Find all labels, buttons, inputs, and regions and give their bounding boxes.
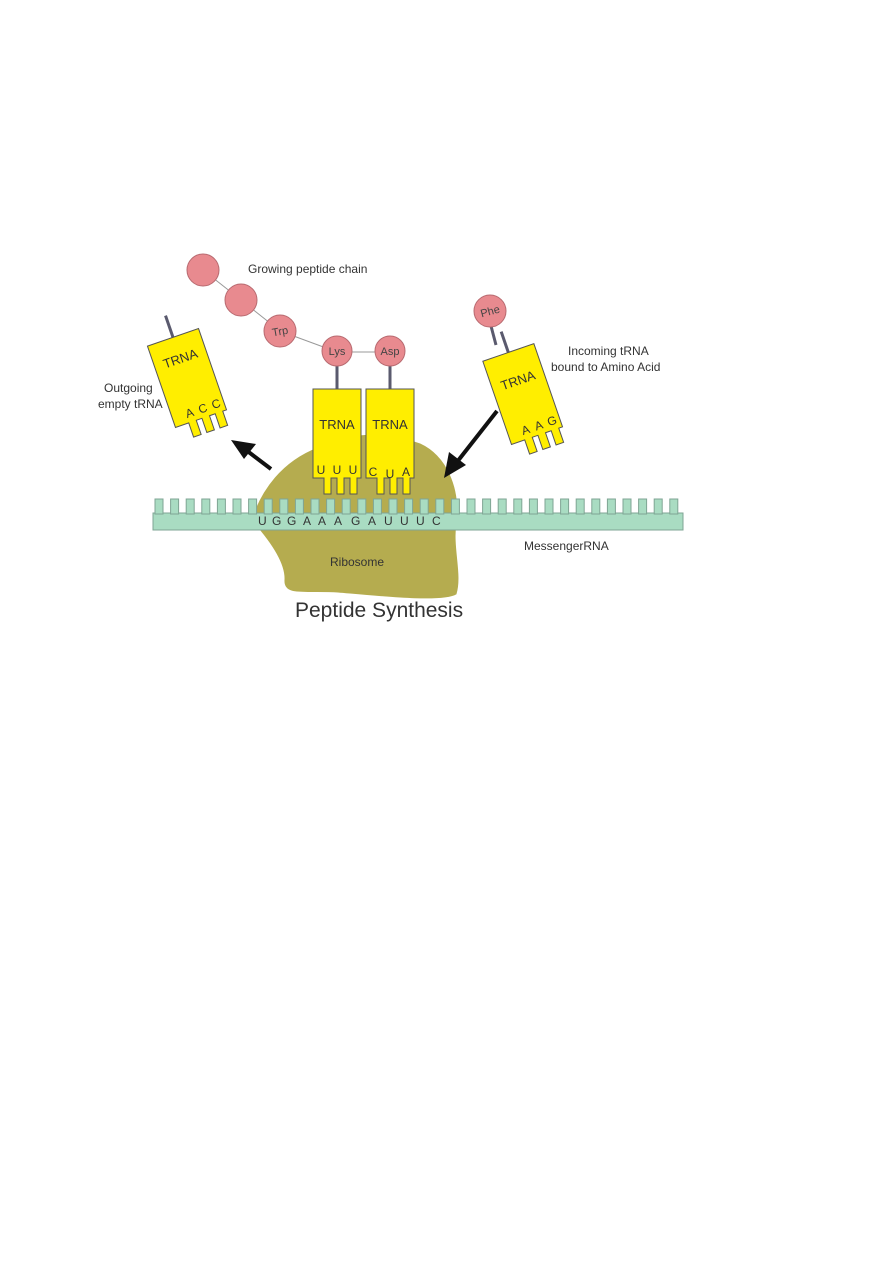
mrna-tooth: [606, 498, 616, 515]
trna-body: [365, 388, 415, 495]
mrna-tooth: [622, 498, 632, 515]
trp-circle: [263, 314, 297, 348]
mrna-tooth: [669, 498, 679, 515]
mrna-tooth: [248, 498, 258, 515]
trna-body: [312, 388, 362, 495]
mrna-tooth: [435, 498, 445, 515]
trna-stem: [164, 315, 175, 338]
asp-label: Asp: [381, 346, 400, 358]
mrna-tooth: [653, 498, 663, 515]
incoming-trna: TRNA A A G: [482, 331, 565, 455]
mrna-label: MessengerRNA: [524, 539, 609, 553]
phe-label: Phe: [479, 304, 501, 321]
anticodon-base: U: [349, 463, 358, 477]
mrna-tooth: [388, 498, 398, 515]
lys-circle: [321, 335, 353, 367]
trna-label: TRNA: [372, 417, 408, 432]
mrna-tooth: [201, 498, 211, 515]
mrna-tooth: [279, 498, 289, 515]
mrna-tooth: [185, 498, 195, 515]
mrna-tooth: [419, 498, 429, 515]
mrna-tooth: [513, 498, 523, 515]
mrna-teeth: [154, 498, 679, 515]
mrna-base: A: [303, 514, 311, 528]
anticodon-base: C: [369, 465, 378, 479]
mrna-base: G: [351, 514, 360, 528]
outgoing-label-line1: Outgoing: [104, 381, 153, 395]
growing-chain-label: Growing peptide chain: [248, 262, 367, 276]
mrna-tooth: [216, 498, 226, 515]
incoming-label-line1: Incoming tRNA: [568, 344, 649, 358]
anticodon-base: A: [402, 465, 410, 479]
mrna-tooth: [326, 498, 336, 515]
mrna-tooth: [310, 498, 320, 515]
mrna-tooth: [497, 498, 507, 515]
phe-stem: [489, 325, 498, 346]
mrna-backbone: [152, 512, 684, 531]
mrna-tooth: [638, 498, 648, 515]
mrna-tooth: [544, 498, 554, 515]
mrna-base: A: [368, 514, 376, 528]
trp-label: Trp: [271, 325, 289, 340]
mrna-base: U: [384, 514, 393, 528]
mrna-base: U: [400, 514, 409, 528]
trna-label: TRNA: [319, 417, 355, 432]
mrna-tooth: [232, 498, 242, 515]
outgoing-trna: TRNA A C C: [146, 315, 229, 438]
trna-body: [146, 327, 229, 438]
mrna-base: C: [432, 514, 441, 528]
mrna-base: A: [334, 514, 342, 528]
lys-trna: TRNA U U U: [312, 364, 362, 495]
phe-circle: [473, 294, 507, 328]
anticodon-base: U: [333, 463, 342, 477]
mrna-tooth: [341, 498, 351, 515]
mrna-tooth: [560, 498, 570, 515]
trna-stem: [499, 331, 510, 353]
anticodon-base: U: [317, 463, 326, 477]
mrna-tooth: [404, 498, 414, 515]
anticodon-base: U: [386, 467, 395, 481]
mrna-tooth: [154, 498, 164, 515]
mrna-tooth: [170, 498, 180, 515]
outgoing-arrow: [231, 440, 273, 471]
mrna-base: G: [287, 514, 296, 528]
mrna-tooth: [482, 498, 492, 515]
amino-acid-circle: [186, 253, 220, 287]
mrna-tooth: [294, 498, 304, 515]
mrna-tooth: [263, 498, 273, 515]
trna-body: [482, 343, 565, 455]
mrna-tooth: [575, 498, 585, 515]
mrna-base: U: [258, 514, 267, 528]
anticodon-base: G: [545, 413, 558, 429]
asp-trna: TRNA C U A: [365, 364, 415, 495]
lys-label: Lys: [329, 346, 346, 358]
asp-circle: [374, 335, 406, 367]
incoming-label-line2: bound to Amino Acid: [551, 360, 660, 374]
mrna-bases: U G G A A A G A U U U C: [258, 514, 441, 528]
mrna-base: G: [272, 514, 281, 528]
mrna-tooth: [466, 498, 476, 515]
amino-acids: Trp Lys Asp Phe: [186, 253, 507, 367]
mrna-tooth: [450, 498, 460, 515]
ribosome-label: Ribosome: [330, 555, 384, 569]
mrna-tooth: [372, 498, 382, 515]
mrna-tooth: [591, 498, 601, 515]
outgoing-label-line2: empty tRNA: [98, 397, 163, 411]
mrna-base: A: [318, 514, 326, 528]
mrna-tooth: [357, 498, 367, 515]
diagram-title: Peptide Synthesis: [295, 599, 463, 622]
incoming-arrow: [444, 409, 499, 478]
mrna-base: U: [416, 514, 425, 528]
amino-acid-circle: [224, 283, 258, 317]
mrna-tooth: [528, 498, 538, 515]
mrna-strand: [152, 498, 684, 531]
